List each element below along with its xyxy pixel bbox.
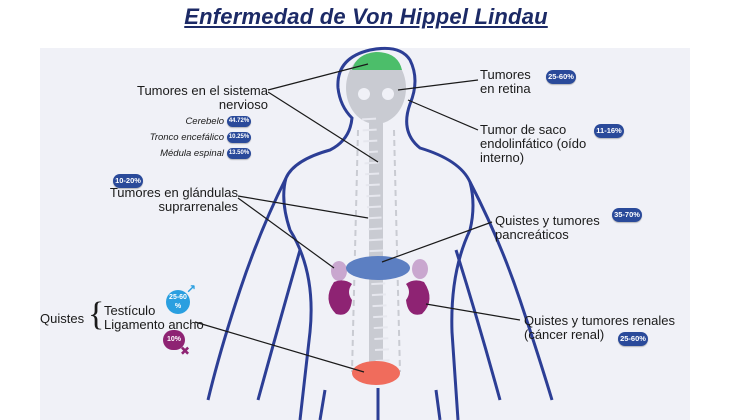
- leader-lines: [194, 63, 521, 373]
- label-renal: Quistes y tumores renales (cáncer renal): [524, 313, 676, 342]
- nerve-right: [393, 129, 401, 373]
- uterus: [352, 361, 400, 385]
- badge-medula: 13.50%: [227, 148, 251, 159]
- male-symbol-icon: ↗: [186, 282, 197, 296]
- badge-testiculo-unit: %: [174, 303, 182, 310]
- badge-tronco: 10.25%: [227, 132, 251, 143]
- label-ligamento: Ligamento ancho: [104, 317, 204, 332]
- eye-socket-right: [382, 88, 394, 100]
- right-arm-outline: [468, 181, 554, 401]
- badge-renal: 25-60%: [618, 332, 648, 346]
- badge-adrenal: 10-20%: [113, 174, 143, 188]
- badge-retina: 25-60%: [546, 70, 576, 84]
- adrenal-right: [412, 259, 428, 279]
- label-cerebelo: Cerebelo: [185, 116, 224, 127]
- kidney-right: [406, 280, 430, 315]
- legs-outline: [318, 388, 442, 420]
- body-outline: [282, 46, 475, 420]
- badge-pancreas: 35-70%: [612, 208, 642, 222]
- left-arm-inner: [256, 249, 302, 401]
- eye-socket-left: [358, 88, 370, 100]
- label-medula: Médula espinal: [160, 148, 224, 159]
- nerve-left: [351, 129, 359, 373]
- label-retina: Tumores en retina: [480, 67, 531, 96]
- label-tronco: Tronco encefálico: [149, 132, 224, 143]
- label-quistes: Quistes: [40, 311, 85, 326]
- badge-testiculo: 25-60 %: [166, 290, 190, 314]
- brace-symbol: {: [88, 296, 105, 333]
- badge-ligamento: 10%: [163, 330, 185, 350]
- badge-endolymphatic-sac: 11-16%: [594, 124, 624, 138]
- page-title: Enfermedad de Von Hippel Lindau: [184, 4, 548, 29]
- left-arm-outline: [206, 177, 288, 401]
- label-endolymphatic-sac: Tumor de saco endolinfático (oído intern…: [480, 122, 587, 165]
- badge-testiculo-value: 25-60: [169, 294, 187, 301]
- label-nervous-system: Tumores en el sistema nervioso: [136, 83, 268, 112]
- female-symbol-icon: ✖: [180, 344, 191, 358]
- right-arm-inner: [454, 249, 502, 401]
- label-adrenal: Tumores en glándulas suprarrenales: [109, 185, 238, 214]
- pancreas: [346, 256, 410, 280]
- badge-cerebelo: 44.72%: [227, 116, 251, 127]
- kidney-left: [328, 280, 352, 315]
- spine: [369, 118, 383, 368]
- label-testiculo: Testículo: [104, 303, 156, 318]
- adrenal-left: [331, 261, 347, 281]
- label-pancreas: Quistes y tumores pancreáticos: [495, 213, 600, 242]
